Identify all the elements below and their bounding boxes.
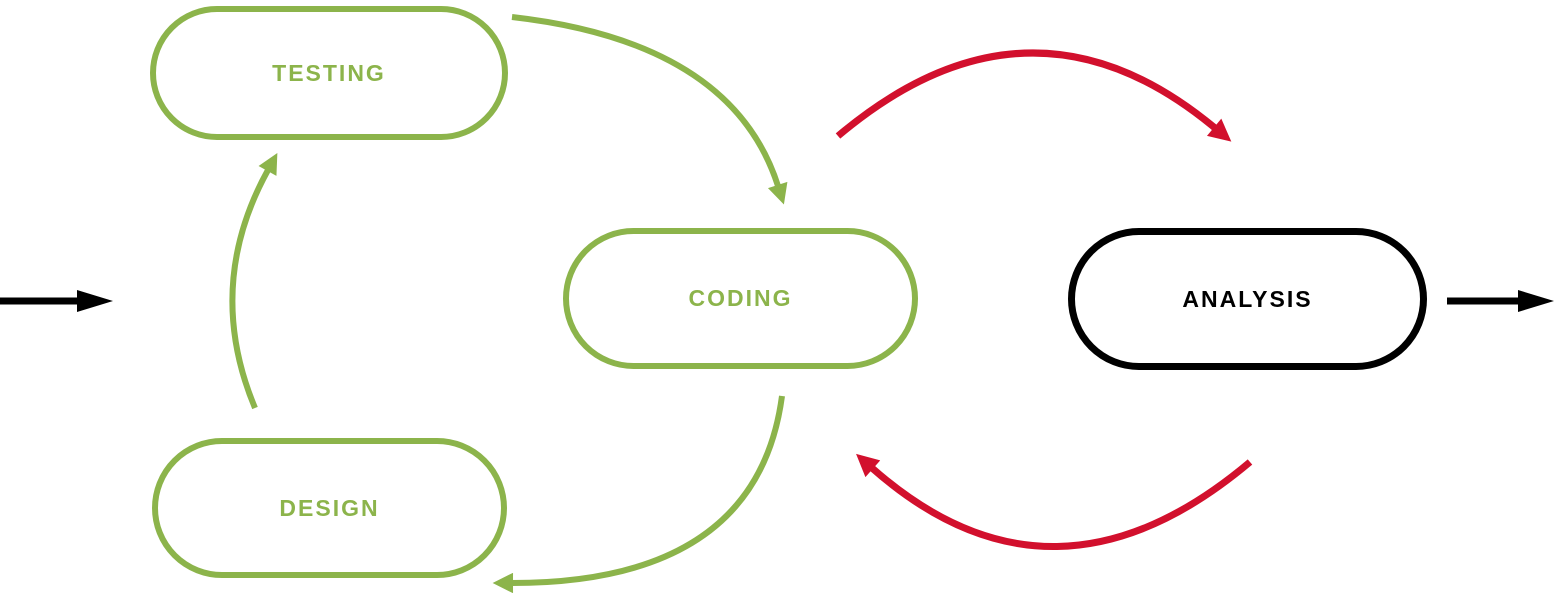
node-testing-label: TESTING	[272, 59, 386, 86]
edge-coding-to-design	[492, 395, 785, 594]
edge-analysis-to-coding	[856, 453, 1253, 550]
entry-arrowhead-icon	[77, 290, 113, 312]
exit-arrowhead-icon	[1518, 290, 1554, 312]
node-design-label: DESIGN	[279, 494, 380, 521]
node-coding-label: CODING	[688, 285, 793, 311]
node-testing: TESTING	[150, 6, 508, 140]
node-design: DESIGN	[152, 438, 507, 578]
edge-testing-to-coding	[511, 14, 788, 205]
edge-coding-to-analysis	[835, 49, 1232, 142]
node-analysis: ANALYSIS	[1068, 228, 1427, 370]
node-coding: CODING	[563, 228, 918, 369]
exit-arrow	[1447, 290, 1554, 312]
node-analysis-label: ANALYSIS	[1182, 285, 1313, 312]
edge-design-to-testing	[229, 153, 278, 410]
entry-arrow	[0, 290, 113, 312]
